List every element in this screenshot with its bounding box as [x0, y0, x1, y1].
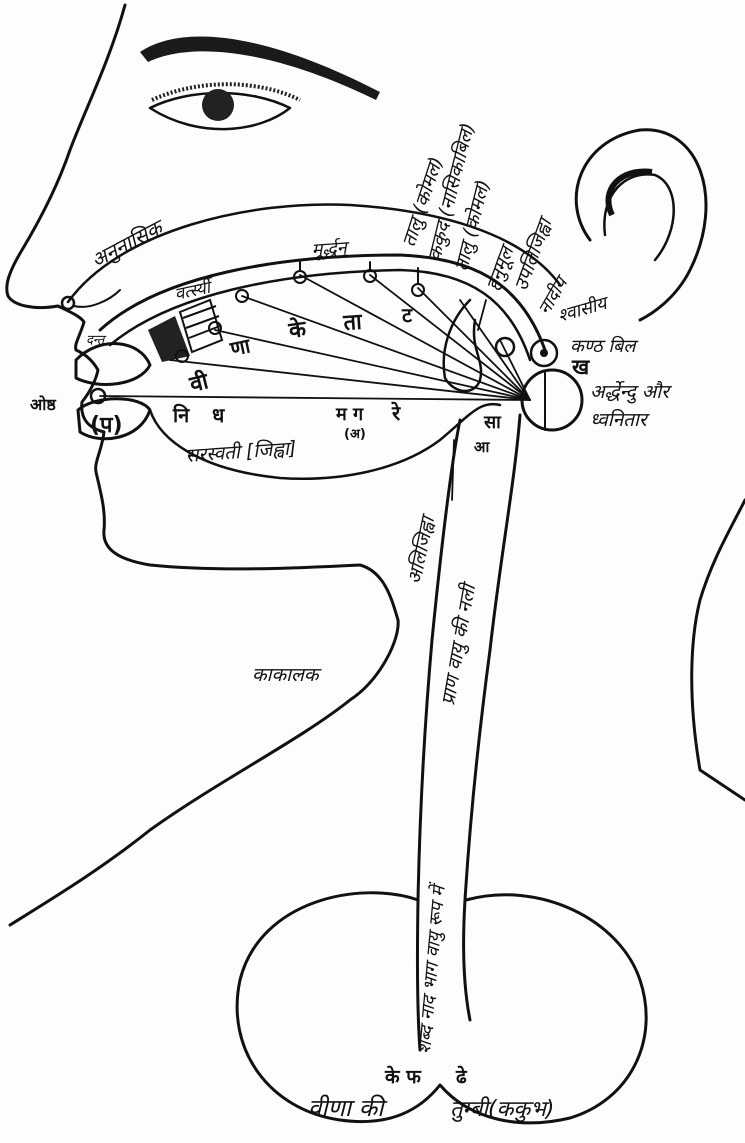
- label-sa: सा: [483, 412, 502, 433]
- label-dha: ध: [212, 403, 225, 427]
- back-of-head-outline: [692, 500, 745, 800]
- label-murdhanya: मूर्द्धन्: [311, 236, 352, 261]
- throat-node-dot: [540, 349, 548, 357]
- label-ardhendu: अर्द्धेन्दु और: [590, 380, 673, 404]
- label-ta: ता: [342, 310, 364, 336]
- label-pran-vayu: प्राण वायु की नली: [436, 579, 482, 707]
- label-re: रे: [391, 401, 401, 425]
- label-dhvanitar: ध्वनितार: [590, 408, 651, 431]
- label-ke-pha: के फ: [384, 1065, 422, 1088]
- label-vi: वी: [186, 367, 212, 398]
- label-cha: ट: [401, 303, 413, 327]
- label-ma-ga: म ग: [335, 404, 364, 425]
- nostril-curve: [74, 290, 120, 307]
- label-dant: दन्त: [86, 333, 107, 348]
- label-aa: आ: [474, 438, 490, 456]
- label-oshth: ओष्ठ: [30, 395, 56, 414]
- label-a-bracket: (अ): [344, 427, 366, 442]
- eye-pupil: [202, 89, 234, 121]
- label-kanth-bil: कण्ठ बिल: [570, 335, 639, 357]
- arrow-alijihva: [452, 440, 454, 500]
- windpipe-right-wall: [464, 415, 520, 1020]
- uvula-shape: [444, 300, 481, 391]
- label-kha: ख: [571, 355, 590, 379]
- label-veena-ki: वीणा की: [308, 1094, 388, 1122]
- arrow-hanumul: [478, 300, 486, 330]
- label-pa: (प): [90, 413, 123, 438]
- label-kakalak: काकालक: [252, 664, 322, 686]
- label-anunasik: अनुनासिक: [87, 213, 170, 273]
- larynx-circle: [522, 370, 582, 430]
- label-ni: नि: [172, 403, 190, 427]
- label-saraswati: सरस्वती [जिह्वा]: [185, 436, 297, 467]
- throat-node-small: [496, 338, 514, 356]
- label-tumbi: तुम्बी(ककुभ): [450, 1096, 554, 1122]
- upper-lip: [76, 344, 150, 385]
- tongue-outline: [150, 404, 500, 479]
- ear-icon: [576, 130, 706, 320]
- chin-neck-outline: [10, 620, 398, 925]
- label-dhe: ढे: [455, 1065, 468, 1088]
- label-alijihva: अलिजिह्वा: [402, 511, 440, 586]
